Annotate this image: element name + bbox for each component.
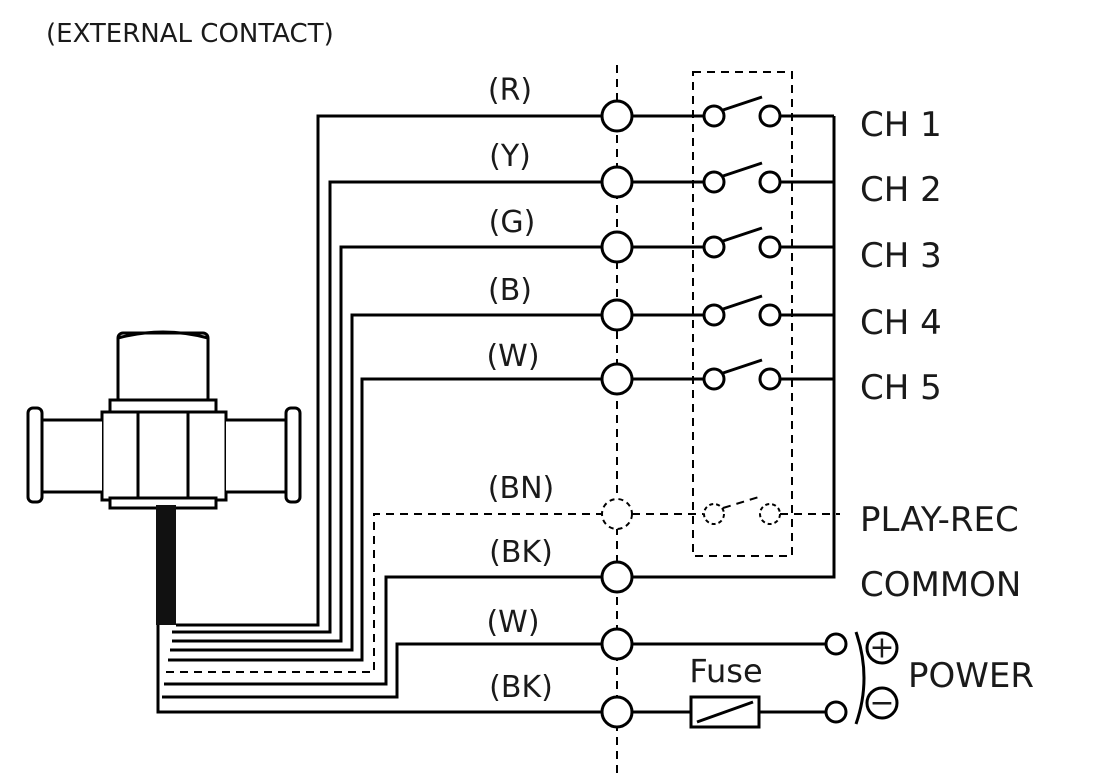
minus-terminal-icon — [865, 686, 899, 720]
valve-actuator — [26, 330, 302, 510]
label-ch1: CH 1 — [860, 105, 942, 145]
label-play-rec: PLAY-REC — [860, 500, 1019, 540]
power-section — [632, 631, 899, 729]
wire-label-bn: (BN) — [488, 471, 554, 506]
channel-switches — [632, 95, 840, 525]
power-label: POWER — [908, 656, 1034, 696]
label-ch2: CH 2 — [860, 170, 942, 210]
label-ch3: CH 3 — [860, 236, 942, 276]
wires — [156, 114, 602, 714]
wire-label-y: (Y) — [489, 139, 531, 174]
label-ch4: CH 4 — [860, 303, 942, 343]
wire-label-bk: (BK) — [489, 535, 553, 570]
wire-label-w: (W) — [486, 339, 539, 374]
label-ch5: CH 5 — [860, 368, 942, 408]
wire-label-g: (G) — [489, 205, 536, 240]
diagram-header: (EXTERNAL CONTACT) — [46, 19, 334, 49]
label-common: COMMON — [860, 565, 1021, 605]
common-bus — [632, 116, 836, 579]
terminals — [600, 99, 634, 729]
cable-bundle — [156, 505, 176, 625]
wire-label-power-w: (W) — [486, 605, 539, 640]
wire-label-b: (B) — [488, 273, 532, 308]
minus-sign: − — [869, 686, 894, 721]
wire-label-r: (R) — [488, 73, 532, 108]
plus-terminal-icon — [865, 631, 899, 665]
fuse-label: Fuse — [689, 652, 762, 690]
wire-label-power-bk: (BK) — [489, 670, 553, 705]
plus-sign: + — [869, 631, 894, 666]
